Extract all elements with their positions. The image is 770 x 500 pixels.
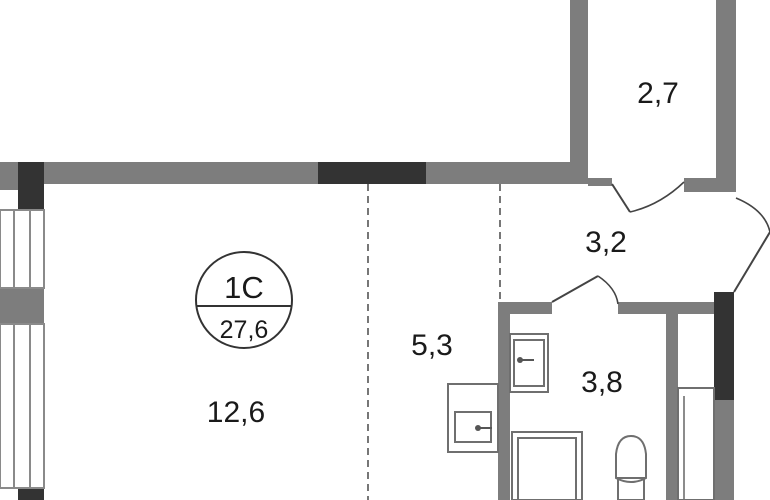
door-entrance-arc [735,197,770,233]
wall-bath-top-right [618,302,714,314]
wall-top-middle [426,162,588,184]
badge-circle [195,251,293,349]
door-bath-arc [597,275,619,305]
wall-storage-bottom-left [588,178,612,186]
toilet [615,434,647,500]
wall-left-outer-top [0,162,18,190]
wall-top-dark-segment [318,162,428,184]
door-storage-leaf [611,183,631,213]
wall-left-dark-bottom [18,488,44,500]
shower-tray [511,431,583,500]
wall-right-lower [714,400,734,500]
wall-right-dark [714,292,734,400]
apartment-total-area: 27,6 [220,316,269,344]
doors [551,181,770,305]
wall-storage-right [716,0,736,192]
room-area-hallway: 3,2 [585,226,627,259]
room-area-living: 12,6 [207,396,265,429]
door-entrance-leaf [733,231,770,293]
fixtures [447,333,715,500]
apartment-badge: 1С 27,6 [195,251,293,349]
wall-storage-bottom-right [684,178,736,192]
wall-bath-top-left [498,302,552,314]
kitchen-sink [447,383,499,453]
wall-left-dark-top [18,162,44,210]
room-area-storage: 2,7 [637,77,679,110]
bathroom-sink [509,333,549,393]
door-storage-arc [629,181,685,213]
wall-left-pier [0,288,44,324]
wall-top-left [0,162,320,184]
room-area-kitchen: 5,3 [411,329,453,362]
walls [0,0,736,500]
apartment-type: 1С [224,270,264,305]
window-left-upper [0,209,45,289]
wall-storage-left [570,0,588,184]
room-area-bathroom: 3,8 [581,366,623,399]
window-left-lower [0,323,45,489]
wall-bath-left [498,302,510,500]
washer-cabinet [677,387,715,500]
wall-bath-divider [666,312,678,500]
door-bath-leaf [551,275,599,303]
